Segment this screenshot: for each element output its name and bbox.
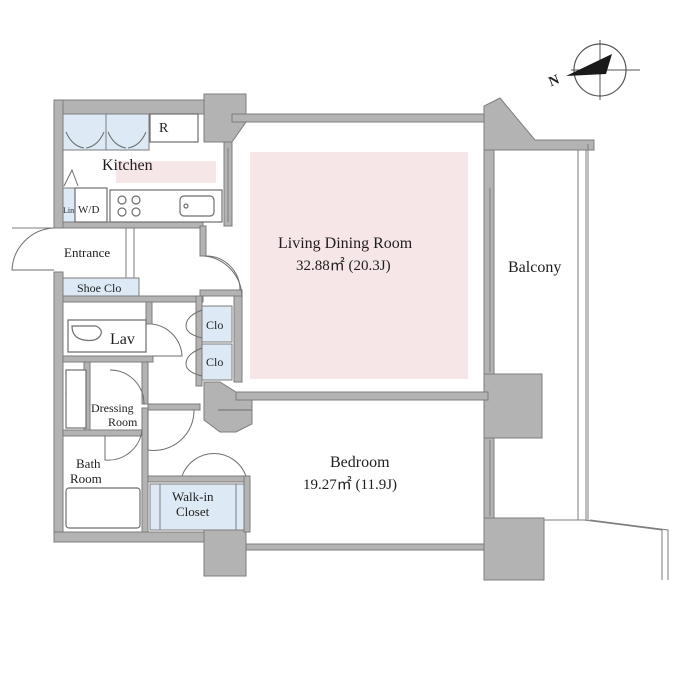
kitchen-fixtures xyxy=(62,113,229,223)
compass: N xyxy=(547,40,640,100)
label-balcony: Balcony xyxy=(508,259,561,276)
living-dining-highlight xyxy=(250,152,468,379)
label-lavatory: Lav xyxy=(110,331,135,348)
label-bedroom-area: 19.27㎡ (11.9J) xyxy=(303,476,397,493)
label-walkin-line1: Walk-in xyxy=(172,489,214,504)
label-bath-line2: Room xyxy=(70,471,102,486)
label-dressing-line1: Dressing xyxy=(91,401,134,415)
kitchen-highlight xyxy=(116,161,216,183)
label-living-area: 32.88㎡ (20.3J) xyxy=(296,257,391,274)
room-doors xyxy=(203,255,252,411)
lavatory-fixtures xyxy=(65,319,195,529)
balcony-outline xyxy=(489,144,669,580)
label-dressing-line2: Room xyxy=(108,415,138,429)
entrance-fixtures xyxy=(11,227,241,297)
label-shoe-closet: Shoe Clo xyxy=(77,281,121,295)
room-labels: Kitchen R Lin W/D Entrance Shoe Clo Lav … xyxy=(63,121,561,519)
compass-arrow-icon xyxy=(566,54,612,76)
compass-north-label: N xyxy=(547,73,562,91)
label-linen: Lin xyxy=(63,206,74,215)
label-kitchen: Kitchen xyxy=(102,157,153,174)
closet-fixtures xyxy=(149,305,247,531)
label-bath-line1: Bath xyxy=(76,456,101,471)
label-closet-lower: Clo xyxy=(206,355,223,369)
label-entrance: Entrance xyxy=(64,245,110,260)
label-bedroom: Bedroom xyxy=(330,454,390,471)
label-closet-upper: Clo xyxy=(206,318,223,332)
label-walkin-line2: Closet xyxy=(176,504,210,519)
label-refrigerator: R xyxy=(159,121,169,136)
label-washer-dryer: W/D xyxy=(78,204,99,216)
exterior-walls xyxy=(53,93,595,581)
label-living-dining: Living Dining Room xyxy=(278,235,413,252)
